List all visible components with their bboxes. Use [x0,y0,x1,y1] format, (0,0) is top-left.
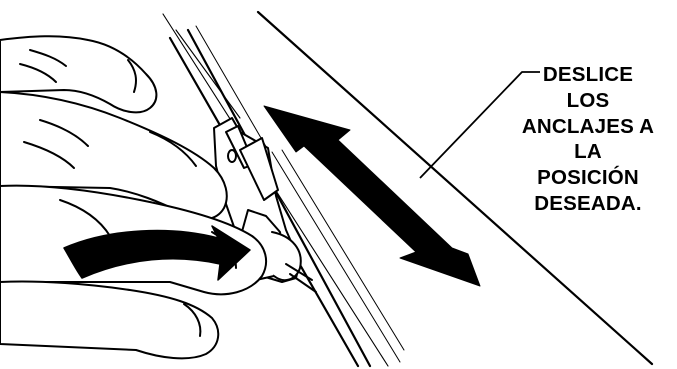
callout-instruction: DESLICE LOS ANCLAJES A LA POSICIÓN DESEA… [508,62,668,217]
callout-line-3: ANCLAJES A [508,114,668,140]
hand-illustration [0,36,266,358]
callout-line-4: LA [508,139,668,165]
callout-line-6: DESEADA. [508,191,668,217]
callout-line-2: LOS [508,88,668,114]
callout-line-5: POSICIÓN [508,165,668,191]
callout-line-1: DESLICE [508,62,668,88]
